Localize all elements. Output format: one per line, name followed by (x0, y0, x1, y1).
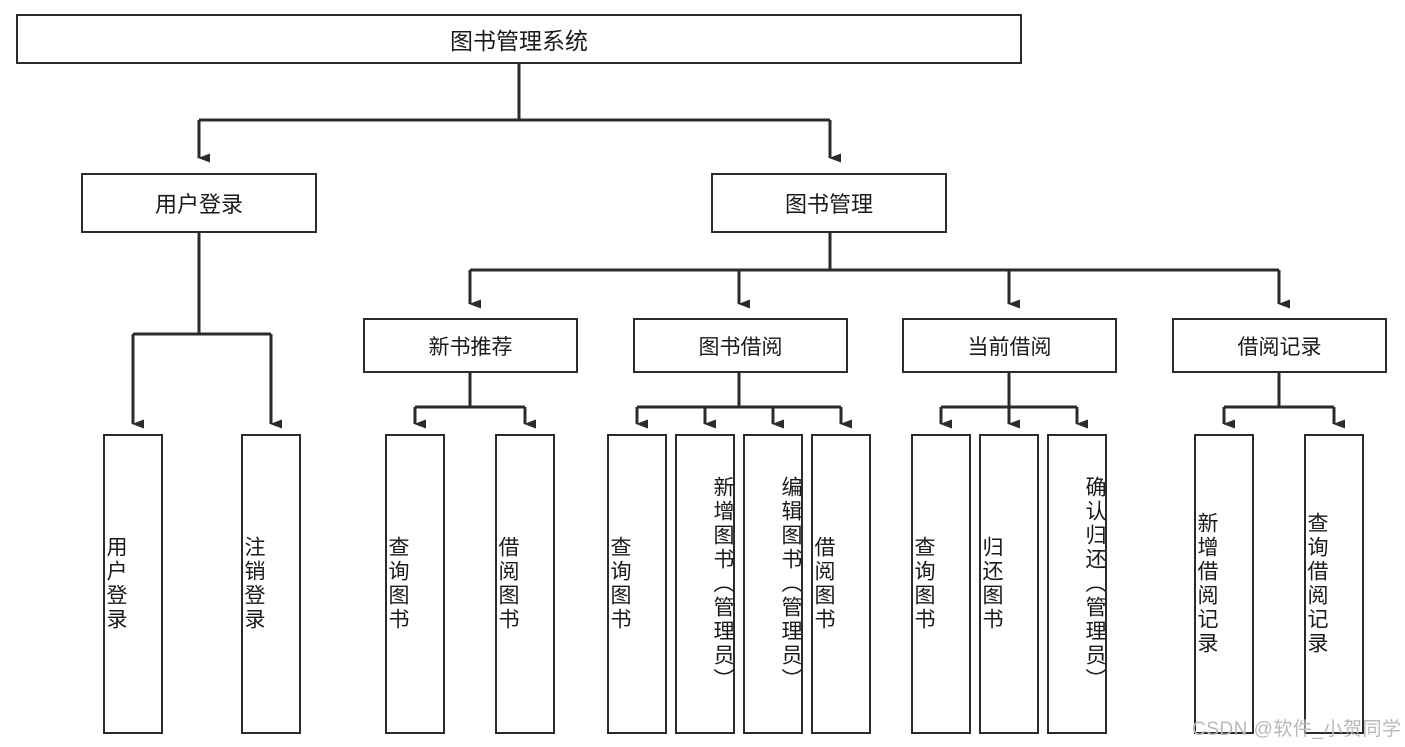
leaf-label: 查询借阅记录 (1305, 512, 1328, 656)
node-current-borrow[interactable]: 当前借阅 (902, 318, 1117, 373)
node-borrow-record-label: 借阅记录 (1237, 335, 1322, 359)
leaf-label: 查询图书 (386, 536, 409, 632)
leaf-label: 用户登录 (104, 536, 127, 632)
leaf-borrow-add-book-admin[interactable]: 新增图书（管理员） (675, 434, 735, 734)
leaf-label: 借阅图书 (496, 536, 519, 632)
leaf-new-book-query[interactable]: 查询图书 (385, 434, 445, 734)
leaf-current-query-book[interactable]: 查询图书 (911, 434, 971, 734)
node-user-login-label: 用户登录 (154, 192, 243, 217)
leaf-label: 查询图书 (912, 536, 935, 632)
leaf-borrow-query-book[interactable]: 查询图书 (607, 434, 667, 734)
node-book-borrow-label: 图书借阅 (698, 335, 783, 359)
node-book-borrow[interactable]: 图书借阅 (633, 318, 848, 373)
node-new-book-recommend-label: 新书推荐 (428, 335, 513, 359)
leaf-label: 注销登录 (242, 536, 265, 632)
leaf-label: 查询图书 (608, 536, 631, 632)
leaf-new-book-borrow[interactable]: 借阅图书 (495, 434, 555, 734)
leaf-record-query-record[interactable]: 查询借阅记录 (1304, 434, 1364, 734)
node-root[interactable]: 图书管理系统 (16, 14, 1022, 64)
leaf-borrow-edit-book-admin[interactable]: 编辑图书（管理员） (743, 434, 803, 734)
leaf-label: 新增图书（管理员） (711, 476, 734, 692)
leaf-record-add-record[interactable]: 新增借阅记录 (1194, 434, 1254, 734)
leaf-label: 编辑图书（管理员） (779, 476, 802, 692)
leaf-current-confirm-return-admin[interactable]: 确认归还（管理员） (1047, 434, 1107, 734)
node-user-login[interactable]: 用户登录 (81, 173, 317, 233)
leaf-label: 确认归还（管理员） (1083, 476, 1106, 692)
node-current-borrow-label: 当前借阅 (967, 335, 1052, 359)
leaf-label: 新增借阅记录 (1195, 512, 1218, 656)
leaf-user-login-logout[interactable]: 注销登录 (241, 434, 301, 734)
leaf-borrow-borrow-book[interactable]: 借阅图书 (811, 434, 871, 734)
leaf-current-return-book[interactable]: 归还图书 (979, 434, 1039, 734)
node-new-book-recommend[interactable]: 新书推荐 (363, 318, 578, 373)
leaf-label: 归还图书 (980, 536, 1003, 632)
node-borrow-record[interactable]: 借阅记录 (1172, 318, 1387, 373)
node-root-label: 图书管理系统 (450, 28, 588, 54)
node-book-management[interactable]: 图书管理 (711, 173, 947, 233)
leaf-user-login-login[interactable]: 用户登录 (103, 434, 163, 734)
node-book-management-label: 图书管理 (784, 192, 873, 217)
leaf-label: 借阅图书 (812, 536, 835, 632)
